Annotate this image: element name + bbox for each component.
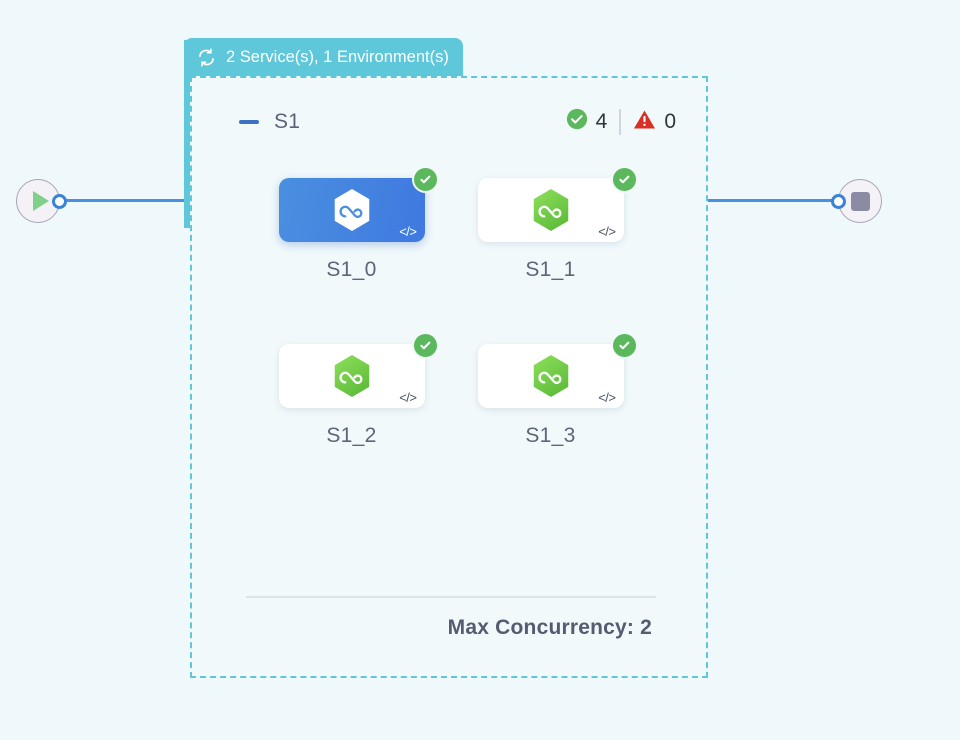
nodejs-hex-icon [334, 355, 369, 397]
nodejs-hex-icon [533, 355, 568, 397]
service-node-card[interactable]: </> [278, 178, 425, 242]
nodejs-hex-icon [533, 189, 568, 231]
minus-icon[interactable] [238, 111, 260, 133]
service-group-container[interactable]: S1 4 [190, 76, 708, 678]
check-circle-icon [411, 332, 439, 359]
check-circle-icon [610, 166, 638, 193]
group-toolbar: S1 4 [192, 106, 706, 138]
check-circle-icon [610, 332, 638, 359]
code-icon[interactable]: </> [399, 224, 417, 239]
group-name-label: S1 [274, 110, 301, 133]
error-status[interactable]: 0 [633, 108, 676, 137]
nodejs-hex-icon [334, 189, 369, 231]
node-label: S1_2 [326, 424, 377, 447]
code-icon[interactable]: </> [399, 390, 417, 405]
sync-loop-icon [196, 47, 217, 68]
service-node-card[interactable]: </> [477, 178, 624, 242]
warning-triangle-icon [633, 108, 656, 137]
node-label: S1_3 [525, 424, 576, 447]
success-status[interactable]: 4 [566, 108, 608, 136]
play-icon [32, 191, 49, 211]
edge-start-to-group[interactable] [62, 199, 190, 202]
end-node-input-port[interactable] [831, 194, 846, 209]
check-circle-icon [566, 108, 588, 136]
service-node-card[interactable]: </> [477, 344, 624, 408]
check-circle-icon [411, 166, 439, 193]
node-item: </> S1_3 [451, 332, 650, 448]
code-icon[interactable]: </> [598, 390, 616, 405]
service-node-card[interactable]: </> [278, 344, 425, 408]
edge-group-to-end[interactable] [708, 199, 840, 202]
max-concurrency-label: Max Concurrency: 2 [447, 616, 652, 639]
status-cluster: 4 0 [566, 108, 676, 137]
node-item: </> S1_0 [252, 166, 451, 282]
node-item: </> S1_1 [451, 166, 650, 282]
start-node-output-port[interactable] [52, 194, 67, 209]
group-header[interactable]: 2 Service(s), 1 Environment(s) [184, 38, 463, 76]
group-accent-bar [184, 40, 192, 228]
node-grid: </> S1_0 [192, 166, 706, 448]
status-divider [619, 109, 622, 135]
error-count: 0 [664, 110, 676, 133]
stop-icon [850, 191, 870, 211]
group-header-label: 2 Service(s), 1 Environment(s) [226, 47, 449, 66]
node-item: </> S1_2 [252, 332, 451, 448]
success-count: 4 [595, 110, 608, 133]
node-label: S1_0 [326, 258, 377, 281]
code-icon[interactable]: </> [598, 224, 616, 239]
footer-divider [246, 596, 656, 598]
node-label: S1_1 [525, 258, 576, 281]
